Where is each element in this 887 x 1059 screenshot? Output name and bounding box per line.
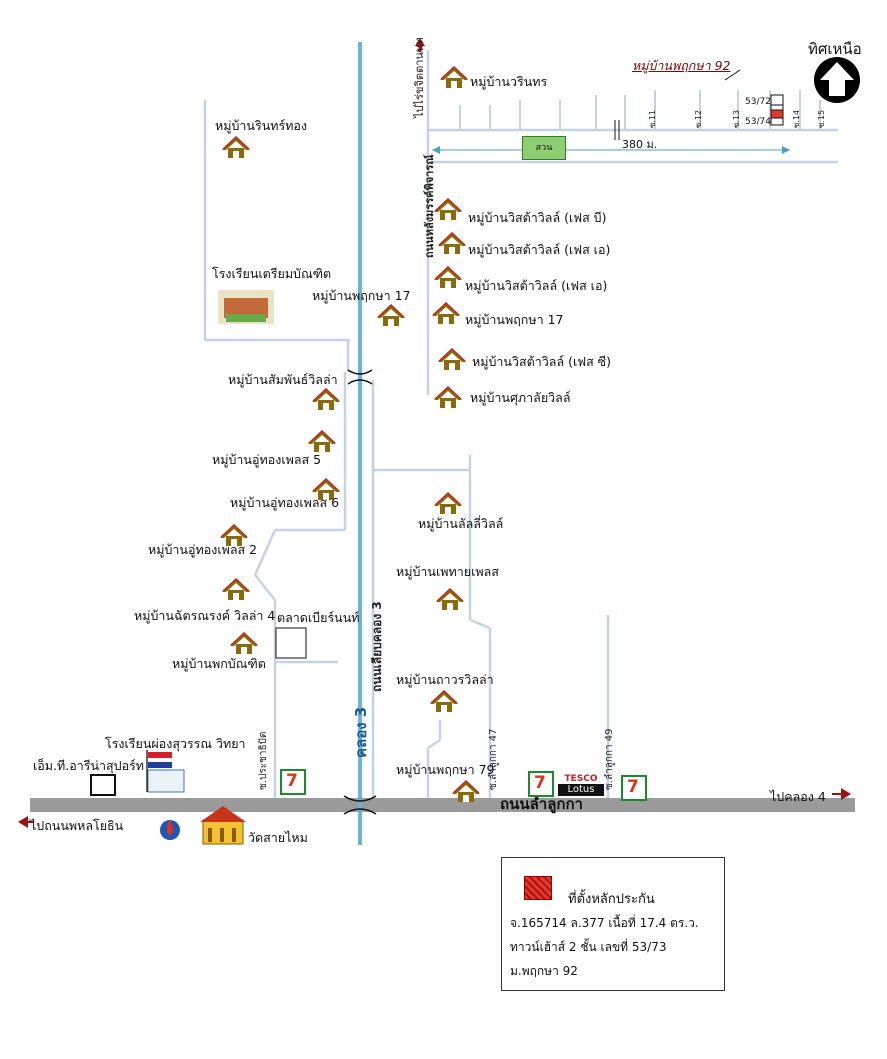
house-icon: [222, 136, 250, 158]
soi12-label: ซ.12: [694, 109, 703, 128]
village-label: หมู่บ้านรินทร์ทอง: [215, 118, 308, 133]
market-label: ตลาดเบียร์นนท์: [277, 610, 360, 625]
house-icon: [434, 492, 462, 514]
village-label: หมู่บ้านฉัตรณรงค์ วิลล่า 4: [134, 608, 276, 623]
legend-line2: ทาวน์เฮ้าส์ 2 ชั้น เลขที่ 53/73: [510, 940, 667, 954]
gas-station-icon: [160, 820, 180, 840]
village-label: หมู่บ้านวิสต้าวิลล์ (เฟส เอ): [468, 242, 611, 257]
tesco-lotus-logo: TESCO Lotus: [558, 774, 604, 800]
main-road-label: ถนนลำลูกกา: [500, 795, 583, 813]
house-icon: [222, 578, 250, 600]
north-label: ทิศเหนือ: [808, 40, 862, 58]
village-label: หมู่บ้านพฤกษา 17: [465, 312, 564, 327]
road-label-canal: ถนนเลียบคลอง 3: [370, 601, 384, 692]
seven-eleven-icon: 7: [280, 769, 306, 795]
collateral-swatch: [524, 876, 552, 900]
village-label: หมู่บ้านอู่ทองเพลส 2: [148, 542, 258, 557]
village-label: หมู่บ้านอู่ทองเพลส 5: [212, 452, 322, 467]
park: สวน: [522, 136, 566, 160]
house-icon: [377, 304, 405, 326]
legend-line3: ม.พฤกษา 92: [510, 964, 578, 978]
village-label: หมู่บ้านศุภาลัยวิลล์: [470, 390, 571, 405]
to-phahol-label: ไปถนนพหลโยธิน: [30, 818, 124, 833]
legend-line1: จ.165714 ล.377 เนื้อที่ 17.4 ตร.ว.: [510, 916, 699, 930]
house-icon: [312, 388, 340, 410]
house-icon: [438, 232, 466, 254]
soi47-label: ซ.ลำลูกกา 47: [488, 728, 499, 790]
road-label-side: ถนนหลังมรรค์พิจารณ์: [423, 154, 436, 258]
top-village-label: หมู่บ้านพฤกษา 92: [632, 58, 731, 73]
soi11-label: ซ.11: [648, 109, 657, 128]
soi-prachathip-label: ซ.ประชาธิปัต: [258, 731, 269, 790]
village-label: หมู่บ้านพฤกษา 79: [396, 762, 495, 777]
collateral-unit: [770, 109, 784, 119]
house-icon: [452, 780, 480, 802]
north-arrow-icon: [814, 57, 860, 103]
village-label: หมู่บ้านวรินทร: [470, 74, 548, 89]
village-label: หมู่บ้านวิสต้าวิลล์ (เฟส ซี): [472, 354, 612, 369]
soi13-label: ซ.13: [732, 109, 741, 128]
village-label: หมู่บ้านอู่ทองเพลส 6: [230, 495, 340, 510]
house-icon: [434, 266, 462, 288]
soi14-label: ซ.14: [792, 109, 801, 128]
soi49-label: ซ.ลำลูกกา 49: [604, 728, 615, 790]
house-icon: [220, 524, 248, 546]
house-icon: [308, 430, 336, 452]
village-label: หมู่บ้านสัมพันธ์วิลล่า: [228, 372, 338, 387]
village-label: หมู่บ้านเพทายเพลส: [396, 564, 499, 579]
house-icon: [430, 690, 458, 712]
village-label: หมู่บ้านวิสต้าวิลล์ (เฟส เอ): [465, 278, 608, 293]
canal-label: คลอง 3: [352, 706, 370, 758]
distance-label: 380 ม.: [622, 138, 658, 151]
school-prep-label: โรงเรียนเตรียมบัณฑิต: [212, 266, 332, 281]
to-klong4-label: ไปคลอง 4: [770, 789, 826, 804]
legend: ที่ตั้งหลักประกัน จ.165714 ล.377 เนื้อที…: [501, 857, 725, 991]
house-icon: [312, 478, 340, 500]
school-pong-label: โรงเรียนผ่องสุวรรณ วิทยา: [105, 736, 246, 751]
supermarket-building: [90, 774, 116, 796]
village-label: หมู่บ้านลัลลี่วิลล์: [418, 516, 504, 531]
village-label: หมู่บ้านวิสต้าวิลล์ (เฟส บี): [468, 210, 607, 225]
village-label: หมู่บ้านพฤกษา 17: [312, 288, 411, 303]
house-icon: [436, 588, 464, 610]
temple-icon: [200, 806, 246, 845]
unit-label-2: 53/74: [745, 117, 771, 127]
house-icon: [432, 302, 460, 324]
school-flag-icon: [146, 750, 185, 793]
house-icon: [438, 348, 466, 370]
soi15-label: ซ.15: [817, 109, 826, 128]
temple-label: วัดสายไหม: [248, 830, 308, 845]
school-building-icon: [218, 290, 274, 324]
supermarket-label: เอ็ม.ที.อารีน่าสุปอร์ท: [33, 758, 145, 773]
road-label-farm: ไปไร่ขจิตตานนท: [413, 37, 426, 118]
seven-eleven-icon: 7: [621, 775, 647, 801]
house-icon: [434, 386, 462, 408]
unit-label-1: 53/72: [745, 97, 771, 107]
village-label: หมู่บ้านถาวรวิลล่า: [396, 672, 494, 687]
house-icon: [440, 66, 468, 88]
village-label: หมู่บ้านพกบัณฑิต: [172, 656, 266, 671]
house-icon: [434, 198, 462, 220]
market-building: [275, 627, 307, 659]
legend-title: ที่ตั้งหลักประกัน: [568, 892, 655, 907]
seven-eleven-icon: 7: [528, 771, 554, 797]
house-icon: [230, 632, 258, 654]
